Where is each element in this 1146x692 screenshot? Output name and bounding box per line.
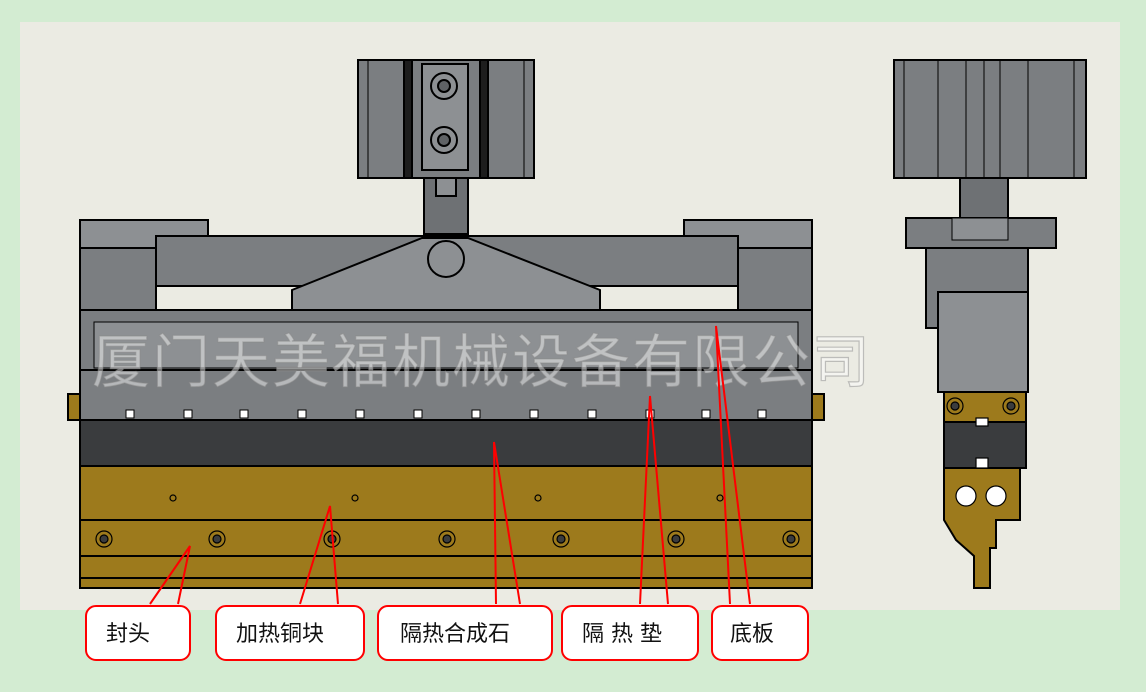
label-base-plate: 底板 [730, 622, 774, 647]
callout-label-heating-copper-block: 加热铜块 [215, 605, 365, 661]
watermark-text: 厦门天美福机械设备有限公司 [92, 328, 872, 396]
label-heating-copper-block: 加热铜块 [236, 622, 324, 647]
side-details [946, 397, 1020, 507]
callout-label-insulation-pad: 隔 热 垫 [561, 605, 699, 661]
callout-label-base-plate: 底板 [711, 605, 809, 661]
heating-copper-block [79, 465, 813, 589]
insulation-stone-layer [79, 419, 813, 467]
label-insulation-composite-stone: 隔热合成石 [400, 622, 510, 647]
copper-holes [169, 494, 724, 502]
body-slots [125, 409, 767, 419]
callout-label-seal-head: 封头 [85, 605, 191, 661]
front-cylinder [357, 59, 535, 179]
label-insulation-pad: 隔 热 垫 [582, 622, 662, 647]
label-seal-head: 封头 [106, 622, 150, 647]
side-view [893, 59, 1087, 589]
copper-screws [95, 530, 800, 548]
callout-label-insulation-composite-stone: 隔热合成石 [377, 605, 553, 661]
side-cylinder [893, 59, 1087, 179]
callout-lines [149, 325, 751, 605]
front-view [67, 59, 825, 589]
